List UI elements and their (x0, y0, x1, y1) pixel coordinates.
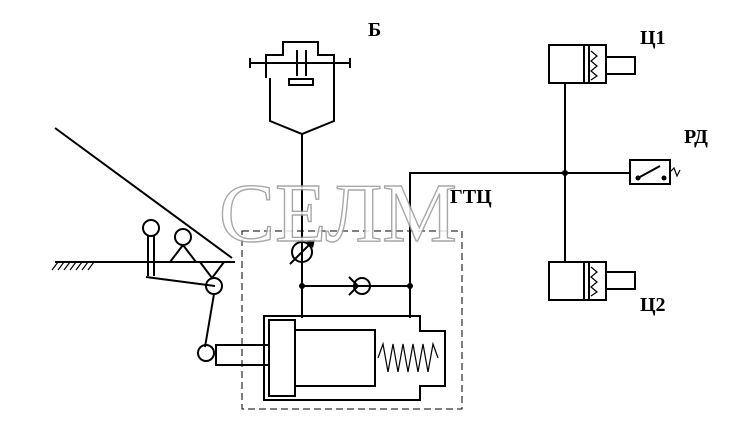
pressure-switch (629, 159, 681, 185)
junction-dot (562, 170, 568, 176)
watermark-text: СЕЛМ (219, 167, 457, 260)
wheel-cylinder-1 (548, 44, 636, 84)
reservoir-tank (249, 41, 351, 136)
junction-dot (407, 283, 413, 289)
pedal-linkage (51, 127, 235, 362)
master-cylinder (215, 315, 446, 401)
label-master-cylinder: ГТЦ (450, 186, 492, 208)
master-cylinder-boundary (241, 230, 463, 410)
pipelines (299, 83, 630, 318)
junction-dot (299, 283, 305, 289)
check-valve (348, 276, 371, 296)
label-cylinder-1: Ц1 (640, 27, 666, 49)
label-cylinder-2: Ц2 (640, 294, 666, 316)
label-pressure-switch: РД (684, 126, 708, 148)
wheel-cylinder-2 (548, 261, 636, 301)
label-tank: Б (368, 19, 381, 41)
throttle-valve (289, 238, 316, 265)
